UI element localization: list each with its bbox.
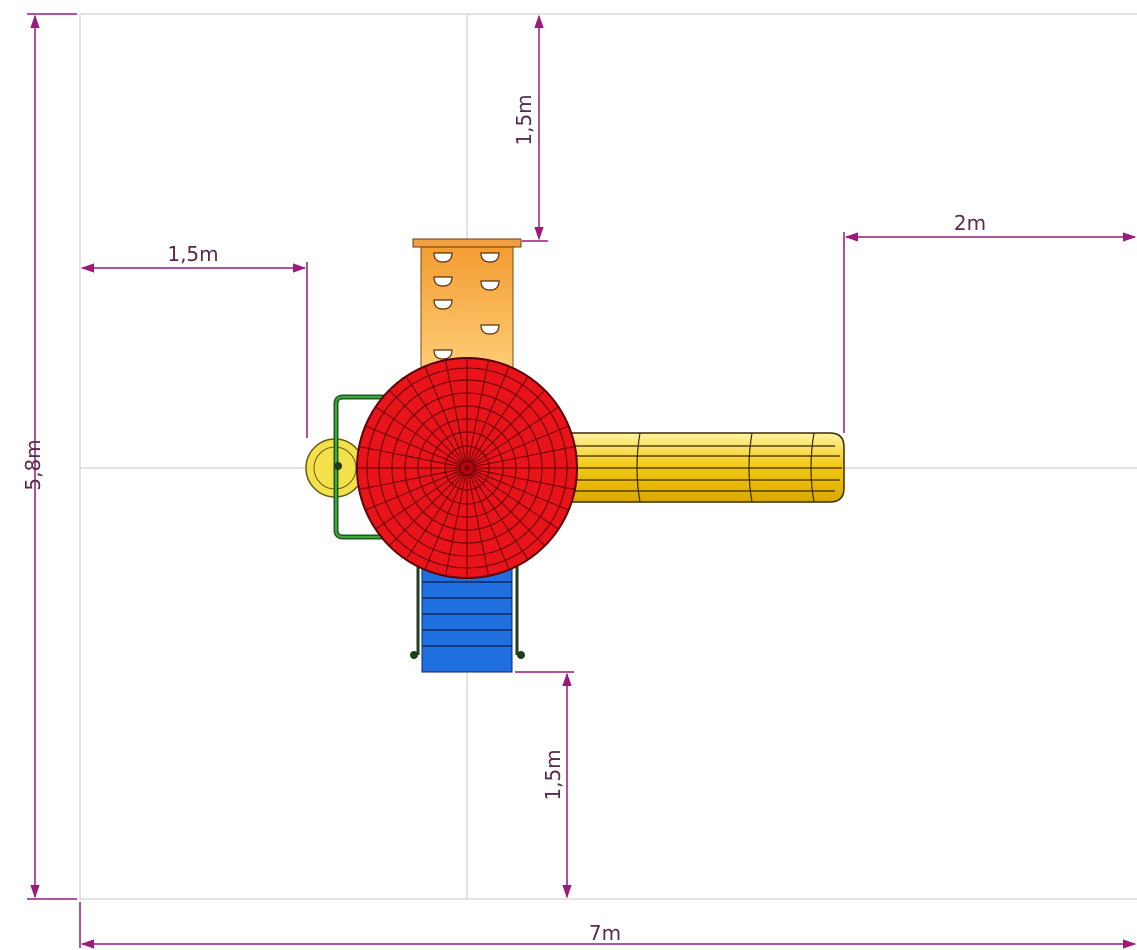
climbing-wall — [412, 238, 522, 377]
tube-slide — [559, 432, 845, 503]
right-clearance-label: 2m — [954, 211, 986, 235]
handrail — [333, 394, 395, 540]
dimension-lines — [27, 13, 1137, 949]
bottom-clearance-label: 1,5m — [541, 749, 565, 800]
top-clearance-label: 1,5m — [512, 94, 536, 145]
total-width-label: 7m — [589, 921, 621, 945]
left-clearance-label: 1,5m — [167, 242, 218, 266]
dimension-labels: 5,8m 7m 1,5m 1,5m 2m 1,5m — [21, 94, 986, 945]
stairs — [410, 564, 525, 673]
total-height-label: 5,8m — [21, 439, 45, 490]
playground-equipment — [305, 238, 845, 673]
dome-roof — [356, 357, 578, 579]
